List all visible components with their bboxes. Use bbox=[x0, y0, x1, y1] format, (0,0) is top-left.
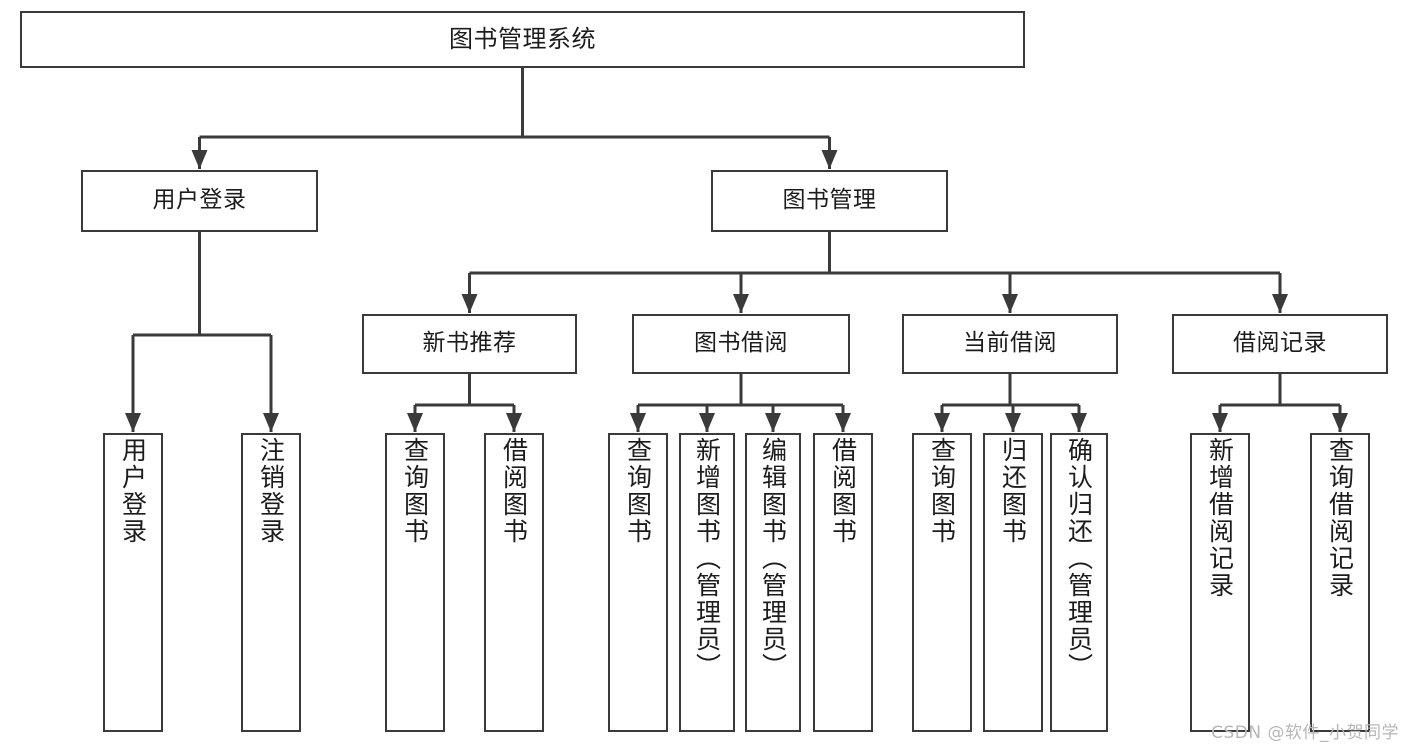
node-label-leaf-query-book-2: 查询图书 bbox=[623, 437, 653, 545]
node-label-book-manage: 图书管理 bbox=[782, 187, 877, 214]
node-leaf-query-book-2[interactable]: 查询图书 bbox=[608, 433, 668, 732]
arrow-head-icon bbox=[1005, 413, 1021, 432]
arrow-head-icon bbox=[1212, 413, 1228, 432]
node-label-current-borrow: 当前借阅 bbox=[963, 330, 1057, 357]
node-leaf-user-logout[interactable]: 注销登录 bbox=[241, 433, 301, 732]
watermark-label: CSDN @软件_小贺同学 bbox=[1211, 723, 1399, 743]
arrow-head-icon bbox=[125, 413, 141, 432]
arrow-head-icon bbox=[1071, 413, 1087, 432]
arrow-head-icon bbox=[630, 413, 646, 432]
node-leaf-user-login[interactable]: 用户登录 bbox=[103, 433, 163, 732]
node-label-leaf-query-book-1: 查询图书 bbox=[400, 437, 430, 545]
node-leaf-add-record[interactable]: 新增借阅记录 bbox=[1190, 433, 1250, 732]
node-label-leaf-user-logout: 注销登录 bbox=[256, 437, 286, 545]
node-label-leaf-add-book: 新增图书（管理员） bbox=[692, 437, 722, 680]
node-label-leaf-borrow-book-1: 借阅图书 bbox=[499, 437, 529, 545]
arrow-head-icon bbox=[835, 413, 851, 432]
arrow-head-icon bbox=[191, 150, 208, 169]
node-label-leaf-query-record: 查询借阅记录 bbox=[1325, 437, 1355, 599]
node-leaf-add-book[interactable]: 新增图书（管理员） bbox=[679, 433, 735, 732]
node-label-leaf-return-book: 归还图书 bbox=[998, 437, 1028, 545]
node-label-leaf-query-book-3: 查询图书 bbox=[927, 437, 957, 545]
node-root[interactable]: 图书管理系统 bbox=[20, 11, 1025, 68]
arrow-head-icon bbox=[263, 413, 279, 432]
node-leaf-query-book-1[interactable]: 查询图书 bbox=[385, 433, 445, 732]
arrow-head-icon bbox=[699, 413, 715, 432]
node-user-login[interactable]: 用户登录 bbox=[81, 170, 318, 232]
node-leaf-confirm-return[interactable]: 确认归还（管理员） bbox=[1050, 433, 1108, 732]
node-label-user-login: 用户登录 bbox=[152, 187, 247, 214]
node-book-manage[interactable]: 图书管理 bbox=[711, 170, 948, 232]
node-label-new-book-rec: 新书推荐 bbox=[422, 330, 517, 357]
arrow-head-icon bbox=[733, 294, 749, 313]
node-book-borrow[interactable]: 图书借阅 bbox=[632, 314, 850, 374]
node-label-leaf-borrow-book-2: 借阅图书 bbox=[828, 437, 858, 545]
arrow-head-icon bbox=[821, 150, 838, 169]
node-leaf-borrow-book-2[interactable]: 借阅图书 bbox=[813, 433, 873, 732]
node-leaf-query-book-3[interactable]: 查询图书 bbox=[912, 433, 972, 732]
arrow-head-icon bbox=[1002, 294, 1018, 313]
arrow-head-icon bbox=[407, 413, 423, 432]
node-label-book-borrow: 图书借阅 bbox=[694, 330, 788, 357]
node-leaf-borrow-book-1[interactable]: 借阅图书 bbox=[484, 433, 544, 732]
node-label-leaf-confirm-return: 确认归还（管理员） bbox=[1064, 437, 1094, 680]
arrow-head-icon bbox=[1332, 413, 1348, 432]
arrow-head-icon bbox=[934, 413, 950, 432]
node-new-book-rec[interactable]: 新书推荐 bbox=[362, 314, 577, 374]
node-label-leaf-add-record: 新增借阅记录 bbox=[1205, 437, 1235, 599]
node-label-borrow-record: 借阅记录 bbox=[1233, 330, 1327, 357]
node-label-root: 图书管理系统 bbox=[449, 25, 596, 54]
arrow-head-icon bbox=[1272, 294, 1288, 313]
node-label-leaf-user-login: 用户登录 bbox=[118, 437, 148, 545]
node-current-borrow[interactable]: 当前借阅 bbox=[902, 314, 1118, 374]
arrow-head-icon bbox=[461, 294, 478, 313]
node-borrow-record[interactable]: 借阅记录 bbox=[1172, 314, 1388, 374]
node-leaf-query-record[interactable]: 查询借阅记录 bbox=[1310, 433, 1370, 732]
node-leaf-return-book[interactable]: 归还图书 bbox=[983, 433, 1043, 732]
arrow-head-icon bbox=[506, 413, 522, 432]
node-label-leaf-edit-book: 编辑图书（管理员） bbox=[758, 437, 788, 680]
node-leaf-edit-book[interactable]: 编辑图书（管理员） bbox=[745, 433, 801, 732]
arrow-head-icon bbox=[765, 413, 781, 432]
